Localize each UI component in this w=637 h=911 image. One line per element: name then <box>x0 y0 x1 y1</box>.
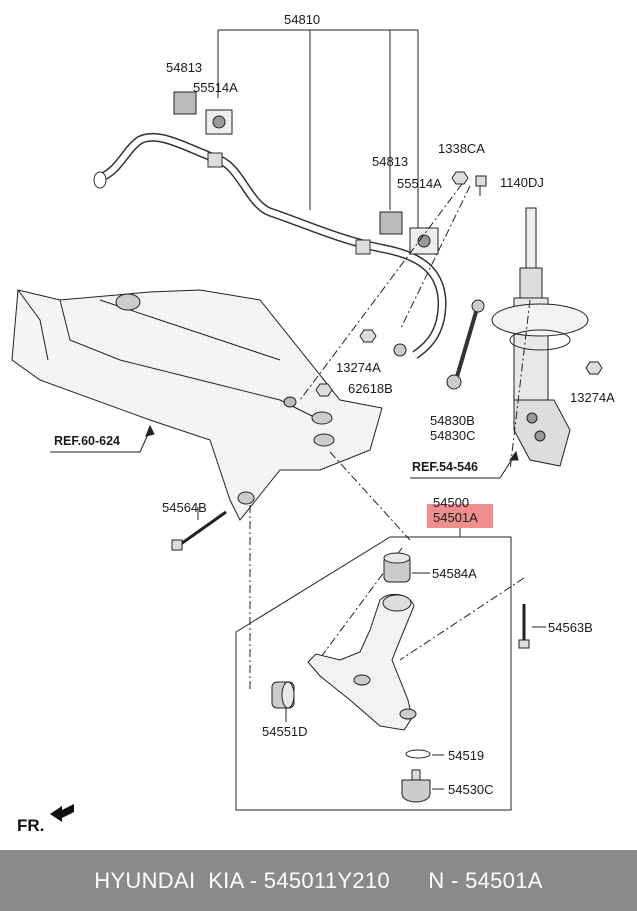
footer-bar: HYUNDAI KIA - 545011Y210 N - 54501A <box>0 850 637 911</box>
bushing-54813-left <box>173 91 233 135</box>
bushing-54584a <box>383 552 411 583</box>
label-54551d[interactable]: 54551D <box>262 724 308 739</box>
label-54830c[interactable]: 54830C <box>430 428 476 443</box>
label-54530c[interactable]: 54530C <box>448 782 494 797</box>
bolt-54563b <box>518 604 530 649</box>
front-direction-label: FR. <box>17 816 45 835</box>
label-54500[interactable]: 54500 <box>433 495 470 510</box>
lower-control-arm <box>307 593 417 731</box>
bushing-54813-right <box>379 211 439 255</box>
ref-54-546-label[interactable]: REF.54-546 <box>412 460 479 474</box>
label-62618b[interactable]: 62618B <box>348 381 393 396</box>
nut-1338ca <box>451 171 469 185</box>
label-55514a-right[interactable]: 55514A <box>397 176 442 191</box>
stabilizer-link-54830 <box>359 299 603 390</box>
label-54810[interactable]: 54810 <box>284 12 321 27</box>
label-54813-right[interactable]: 54813 <box>372 154 409 169</box>
front-direction-arrow <box>50 804 74 822</box>
bolt-1140dj <box>475 175 487 196</box>
label-1140dj[interactable]: 1140DJ <box>500 175 544 190</box>
highlighted-part-box <box>427 504 493 528</box>
label-54813-left[interactable]: 54813 <box>166 60 203 75</box>
parts-diagram <box>11 29 603 822</box>
ref-arrow-54-546 <box>410 450 519 479</box>
bolt-54564b <box>171 510 227 551</box>
ball-joint-54530c <box>401 769 431 803</box>
stabilizer-bar <box>93 132 447 359</box>
label-54519[interactable]: 54519 <box>448 748 485 763</box>
snap-ring-54519 <box>405 749 431 759</box>
front-subframe <box>11 289 383 521</box>
label-54563b[interactable]: 54563B <box>548 620 593 635</box>
footer-part-number: HYUNDAI KIA - 545011Y210 N - 54501A <box>94 867 543 893</box>
label-54501a[interactable]: 54501A <box>433 510 478 525</box>
label-54584a[interactable]: 54584A <box>432 566 477 581</box>
label-13274a-left[interactable]: 13274A <box>336 360 381 375</box>
label-55514a-left[interactable]: 55514A <box>193 80 238 95</box>
label-1338ca[interactable]: 1338CA <box>438 141 485 156</box>
label-54830b[interactable]: 54830B <box>430 413 475 428</box>
bushing-54551d <box>271 681 295 709</box>
ref-arrow-60-624 <box>50 424 155 453</box>
label-13274a-right[interactable]: 13274A <box>570 390 615 405</box>
ref-60-624-label[interactable]: REF.60-624 <box>54 434 121 448</box>
label-54564b[interactable]: 54564B <box>162 500 207 515</box>
strut-assembly <box>491 207 589 467</box>
